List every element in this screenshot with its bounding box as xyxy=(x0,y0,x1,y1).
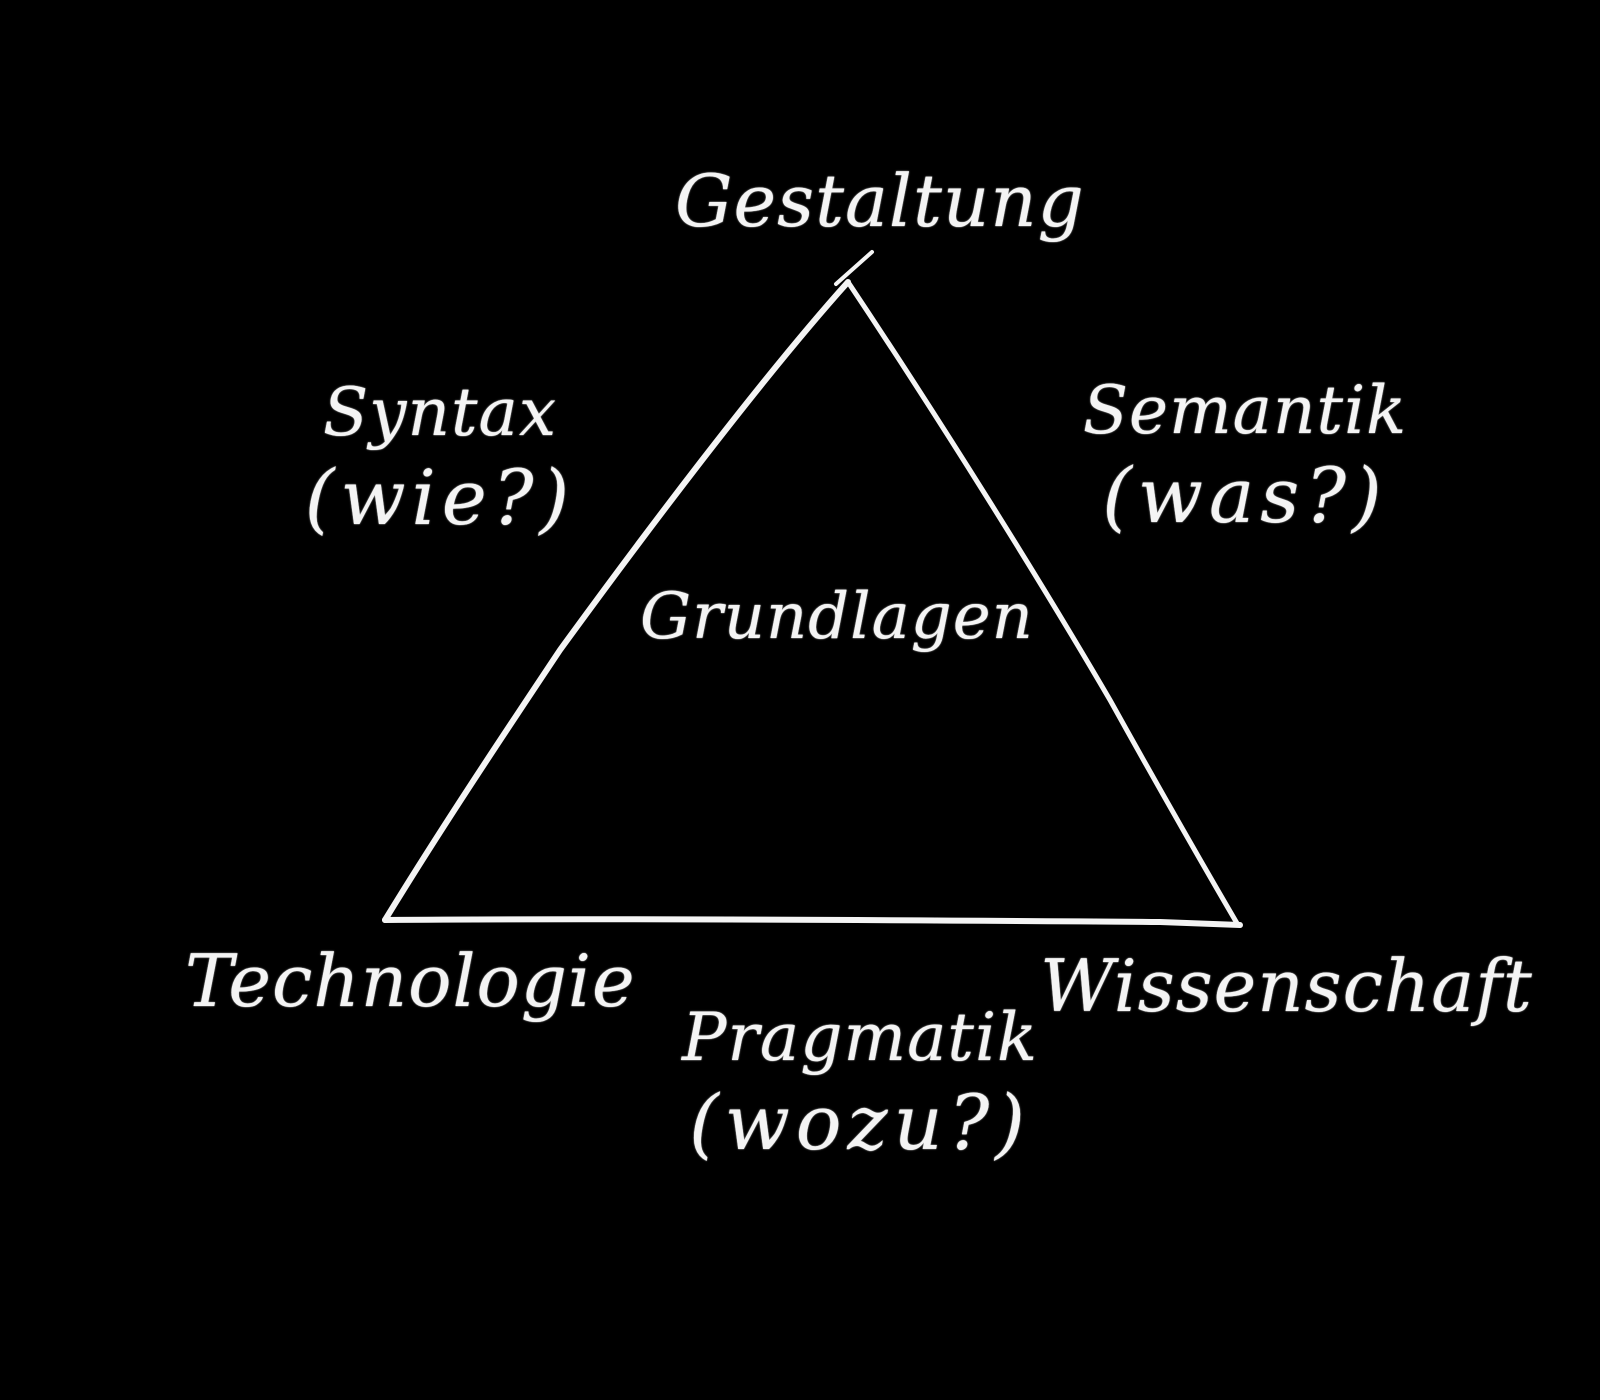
apex-tick-mark xyxy=(834,250,874,286)
vertex-label-bottom-left: Technologie xyxy=(185,939,636,1023)
triangle-edge-left xyxy=(382,279,851,923)
edge-label-right: Semantik (was?) xyxy=(1082,372,1408,540)
edge-question-right: (was?) xyxy=(1102,451,1388,540)
edge-question-bottom: (wozu?) xyxy=(689,1078,1031,1167)
edge-label-left: Syntax (wie?) xyxy=(290,380,590,536)
vertex-label-bottom-right: Wissenschaft xyxy=(1040,944,1533,1028)
edge-label-bottom: Pragmatik (wozu?) xyxy=(680,1005,1040,1161)
edge-term-right: Semantik xyxy=(1082,372,1408,449)
edge-question-left: (wie?) xyxy=(304,453,576,542)
vertex-label-top: Gestaltung xyxy=(675,159,1085,243)
center-label: Grundlagen xyxy=(640,580,1034,654)
edge-term-bottom: Pragmatik xyxy=(681,999,1039,1076)
triangle-edge-right xyxy=(845,279,1241,928)
triangle-edge-bottom xyxy=(382,916,1243,928)
edge-term-left: Syntax xyxy=(322,374,558,451)
